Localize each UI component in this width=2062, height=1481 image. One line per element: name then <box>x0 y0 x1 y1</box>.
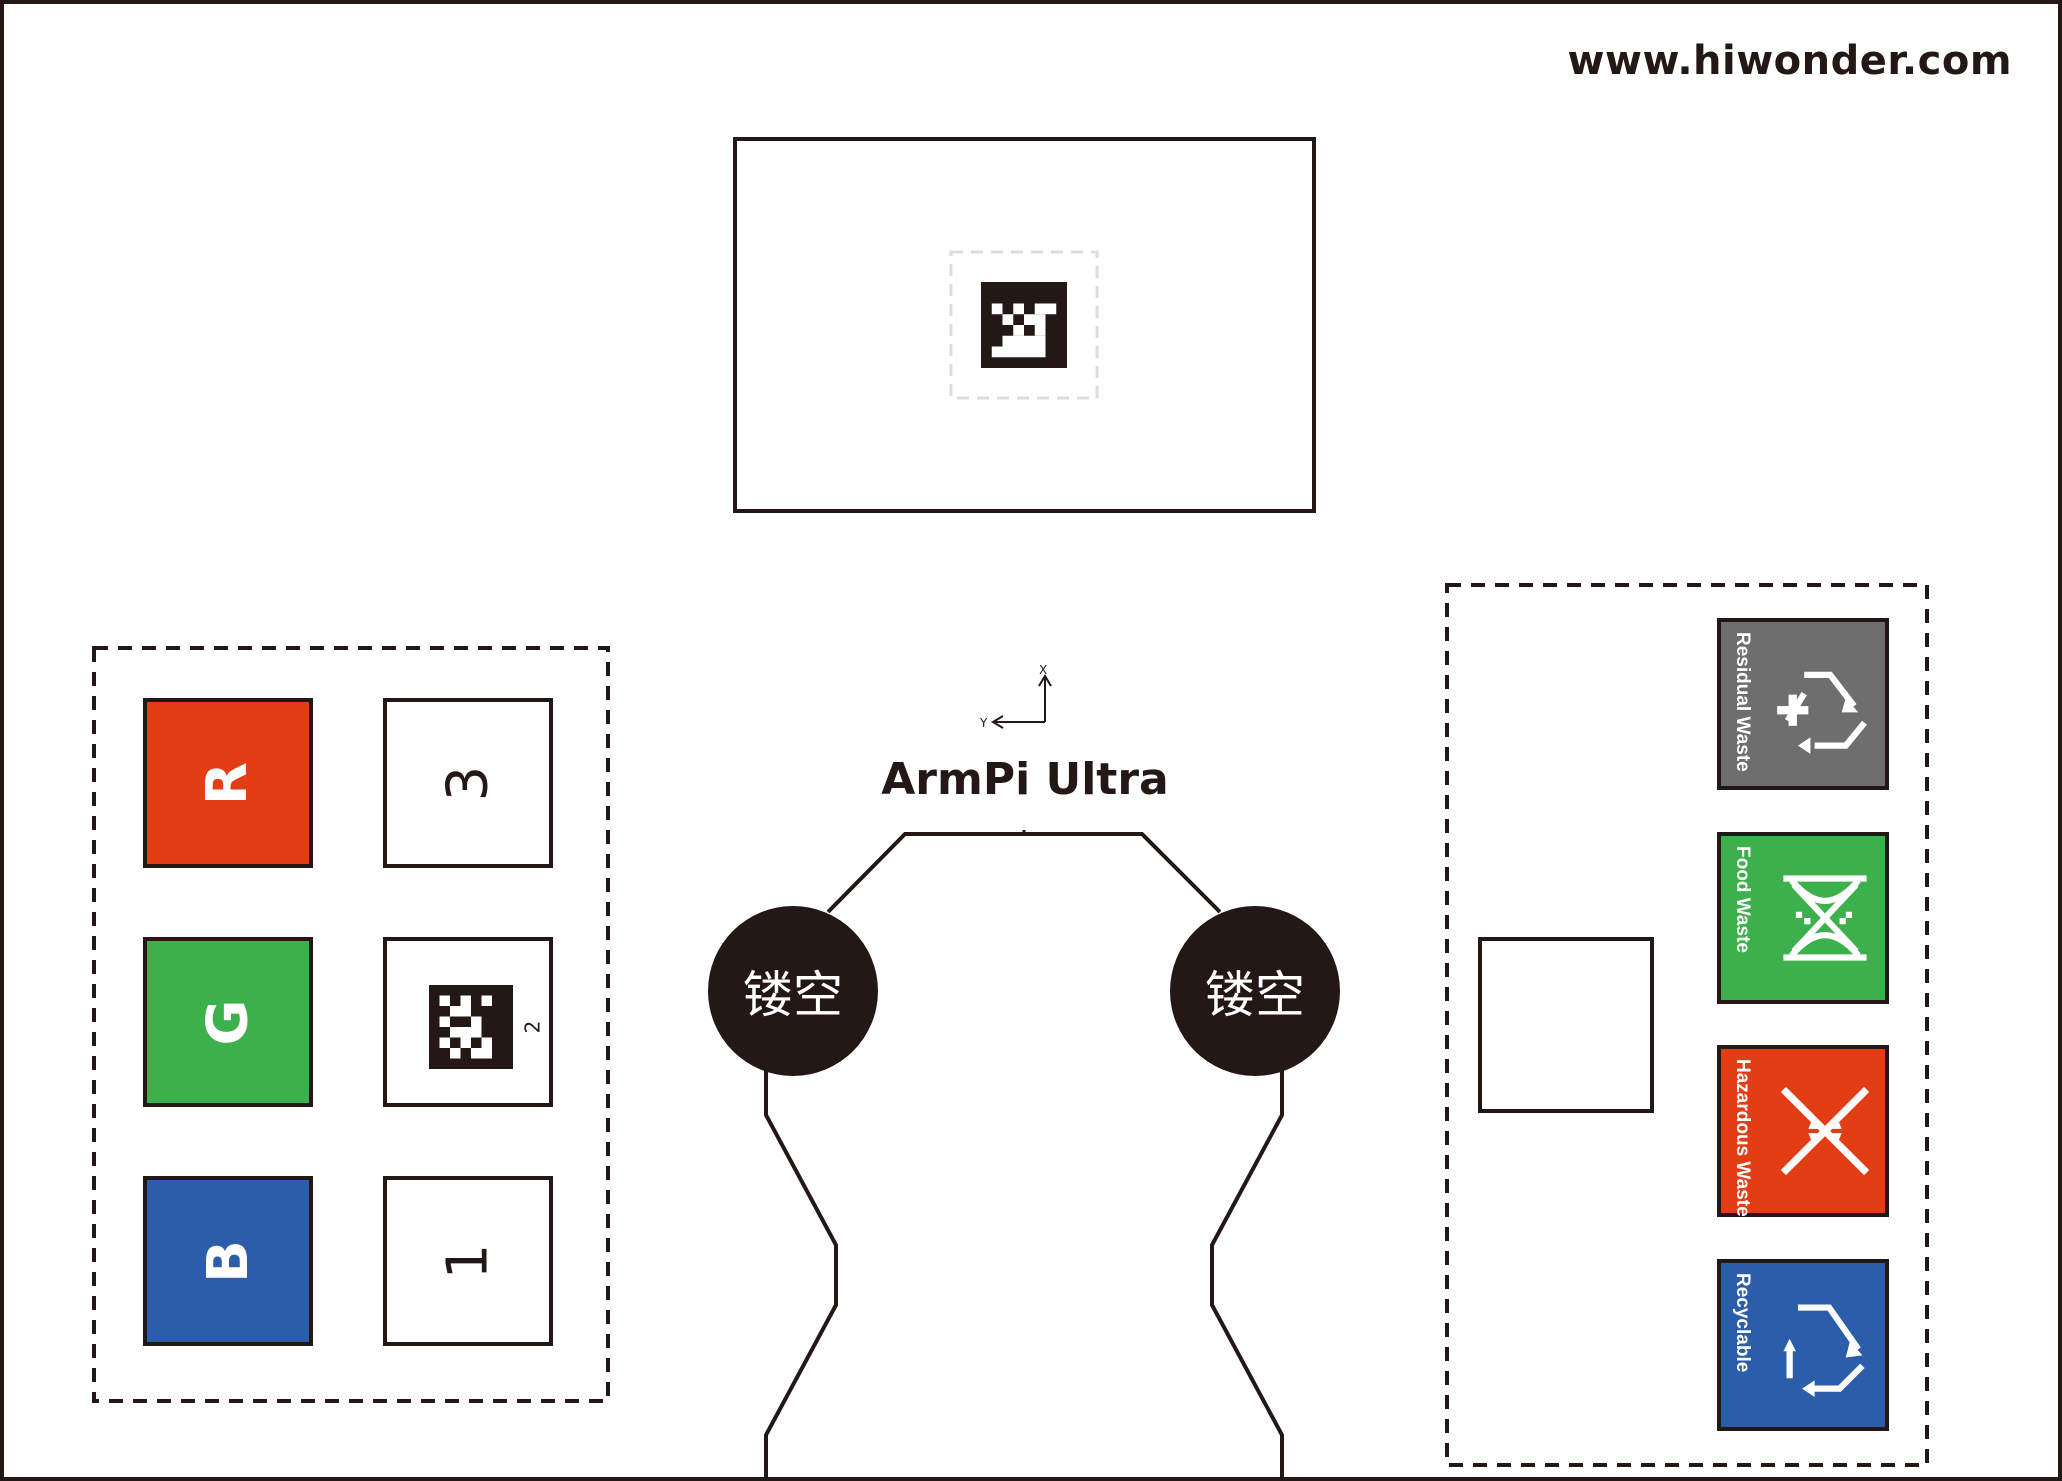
left-block-zone <box>92 646 610 1403</box>
robot-left-leg-outline <box>764 1070 838 1479</box>
tag-cell-1-label: 1 <box>435 1243 501 1279</box>
y-axis-label: Y <box>979 716 988 730</box>
hazardous-waste-label: Hazardous Waste <box>1732 1059 1753 1217</box>
top-apriltag-marker <box>981 282 1067 368</box>
recyclable-icon <box>1783 1304 1865 1397</box>
top-placement-frame <box>733 137 1316 513</box>
red-block-pad: R <box>143 698 313 868</box>
tag-cell-3-label: 3 <box>435 765 501 801</box>
right-sorting-zone <box>1445 583 1929 1467</box>
residual-waste-label: Residual Waste <box>1732 632 1753 772</box>
tag-cell-1: 1 <box>383 1176 553 1346</box>
blue-block-pad: B <box>143 1176 313 1346</box>
tag-cell-3: 3 <box>383 698 553 868</box>
recyclable-bin: Recyclable <box>1717 1259 1889 1431</box>
sorting-staging-square <box>1478 937 1654 1113</box>
green-block-pad: G <box>143 937 313 1107</box>
green-block-label: G <box>195 999 261 1045</box>
hazardous-waste-bin: Hazardous Waste <box>1717 1045 1889 1217</box>
website-url: www.hiwonder.com <box>1567 38 2012 84</box>
tag-cell-2-number: 2 <box>520 1020 545 1034</box>
food-waste-bin: Food Waste <box>1717 832 1889 1004</box>
hazardous-waste-icon <box>1780 1086 1870 1176</box>
board-title: ArmPi Ultra <box>881 754 1169 805</box>
x-axis-label: X <box>1039 663 1047 677</box>
robot-right-leg-outline <box>1210 1070 1284 1479</box>
left-cutout-circle: 镂空 <box>708 906 878 1076</box>
tag-cell-2: 2 <box>383 937 553 1107</box>
apriltag-2-marker <box>429 985 513 1069</box>
residual-waste-icon <box>1777 671 1867 754</box>
right-cutout-circle: 镂空 <box>1170 906 1340 1076</box>
red-block-label: R <box>195 761 261 805</box>
recyclable-label: Recyclable <box>1732 1273 1753 1373</box>
blue-block-label: B <box>195 1239 261 1283</box>
residual-waste-bin: Residual Waste <box>1717 618 1889 790</box>
robot-base-top-outline <box>826 832 1222 914</box>
food-waste-label: Food Waste <box>1732 846 1753 953</box>
coordinate-axes-icon: X Y <box>979 663 1052 730</box>
top-tag-dashed-frame <box>949 250 1099 400</box>
food-waste-icon <box>1783 875 1867 961</box>
